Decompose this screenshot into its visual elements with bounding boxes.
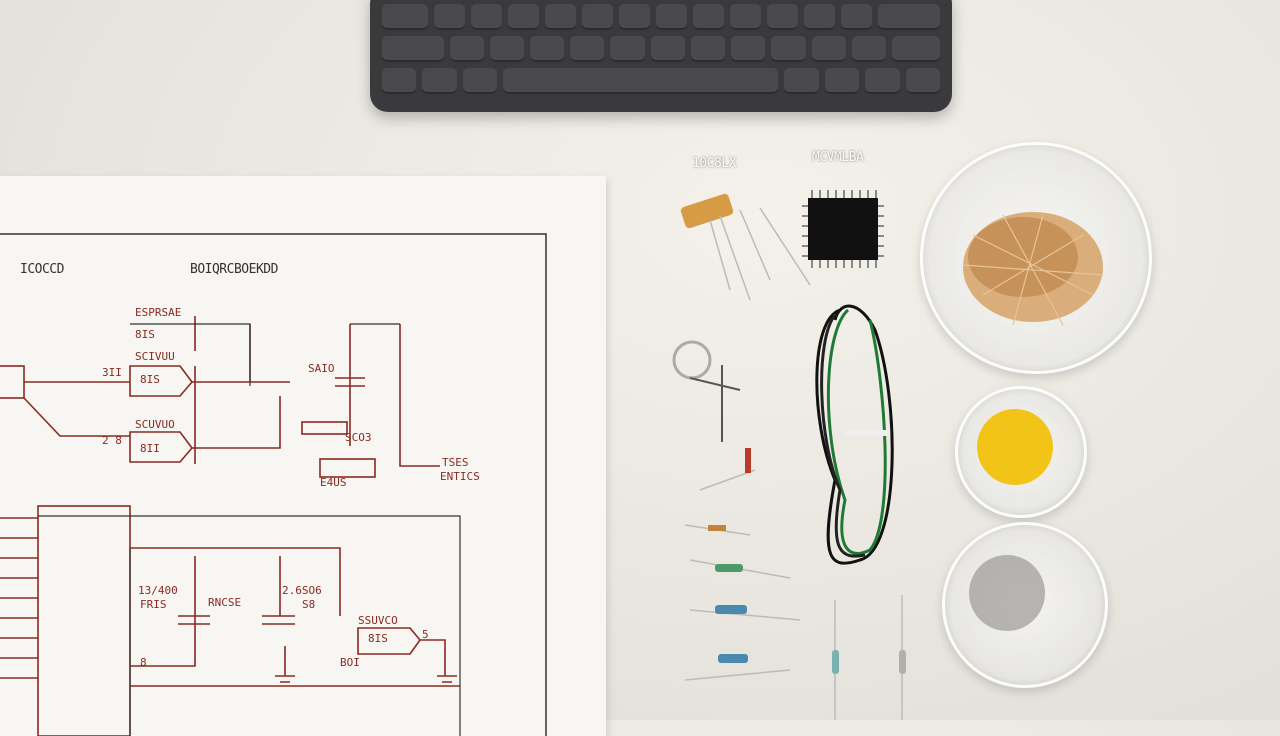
schematic-label: 3II bbox=[102, 366, 122, 379]
schematic-label: SCUVUO bbox=[135, 418, 175, 431]
schematic-label: 8 bbox=[140, 656, 147, 669]
schematic-label: 13/400 bbox=[138, 584, 178, 597]
schematic-label: SSUVCO bbox=[358, 614, 398, 627]
keyboard-row bbox=[382, 4, 941, 30]
schematic-label: SAIO bbox=[308, 362, 335, 375]
wire-tool bbox=[672, 340, 741, 442]
schematic-label: 2 8 bbox=[102, 434, 122, 447]
schematic-label: SCIVUU bbox=[135, 350, 175, 363]
schematic-paper: ICOCCD BOIQRCBOEKDD ESPRSAE 8IS SCIVUU 3… bbox=[0, 176, 606, 736]
glass-bowl-yellow bbox=[955, 386, 1087, 518]
schematic-label: 2.6SO6 bbox=[282, 584, 322, 597]
gray-residue bbox=[969, 555, 1045, 631]
schematic-label: 8II bbox=[140, 442, 160, 455]
ic-chip bbox=[802, 190, 884, 268]
keyboard-row bbox=[382, 36, 940, 62]
glass-bowl-large bbox=[920, 142, 1152, 374]
fiber-pile bbox=[962, 212, 1104, 326]
component-label-left: 10C8LX bbox=[692, 156, 736, 171]
components bbox=[672, 190, 906, 720]
glass-bowl-empty bbox=[942, 522, 1108, 688]
keyboard-row bbox=[382, 68, 941, 94]
schematic-label: FRIS bbox=[140, 598, 167, 611]
schematic-label: E4US bbox=[320, 476, 347, 489]
schematic-title-left: ICOCCD bbox=[20, 262, 64, 277]
schematic-label: 8IS bbox=[368, 632, 388, 645]
schematic-label: TSES bbox=[442, 456, 469, 469]
schematic-label: 8IS bbox=[135, 328, 155, 341]
cable-bundle bbox=[815, 304, 894, 565]
schematic-label: 8IS bbox=[140, 373, 160, 386]
component-label-right: MCVMLBA bbox=[812, 150, 864, 165]
schematic-label: ESPRSAE bbox=[135, 306, 182, 319]
schematic-title-right: BOIQRCBOEKDD bbox=[190, 262, 278, 277]
schematic-label: SCO3 bbox=[345, 431, 372, 444]
schematic-label: ENTICS bbox=[440, 470, 480, 483]
yellow-liquid bbox=[977, 409, 1053, 485]
resistors bbox=[684, 448, 906, 720]
schematic-label: 5 bbox=[422, 628, 429, 641]
crystal-component bbox=[680, 193, 811, 301]
schematic-label: S8 bbox=[302, 598, 316, 611]
keyboard bbox=[370, 0, 952, 112]
schematic-label: RNCSE bbox=[208, 596, 242, 609]
schematic-drawing bbox=[0, 233, 547, 736]
schematic-label: BOI bbox=[340, 656, 360, 669]
